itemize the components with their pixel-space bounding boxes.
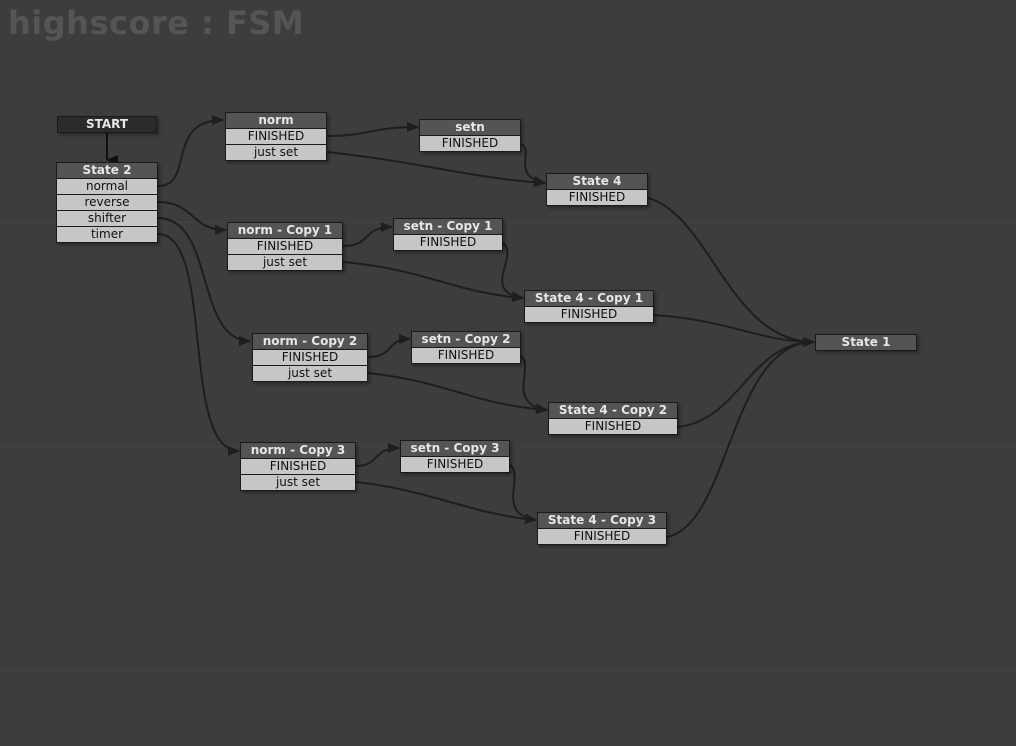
state-node-norm-copy-1[interactable]: norm - Copy 1 FINISHED just set [227, 222, 343, 271]
divider-line [0, 222, 1016, 223]
node-title: setn - Copy 2 [412, 332, 520, 347]
transition-just-set[interactable]: just set [241, 474, 355, 490]
state-node-norm-copy-2[interactable]: norm - Copy 2 FINISHED just set [252, 333, 368, 382]
transition-finished[interactable]: FINISHED [538, 528, 666, 544]
edge-norm-c1-justset [342, 261, 524, 303]
transition-finished[interactable]: FINISHED [394, 234, 502, 250]
edge-state4-c3-finished [666, 337, 815, 538]
transition-normal[interactable]: normal [57, 178, 157, 194]
edge-shifter [157, 217, 251, 346]
node-title: START [58, 117, 156, 132]
state-node-state-4-copy-3[interactable]: State 4 - Copy 3 FINISHED [537, 512, 667, 545]
fsm-start-node[interactable]: START [57, 116, 157, 133]
edge-norm-c3-finished [355, 443, 400, 467]
state-node-state-1[interactable]: State 1 [815, 334, 917, 351]
graph-title: highscore : FSM [8, 4, 305, 42]
edge-norm-c2-finished [367, 334, 411, 358]
state-node-state-4[interactable]: State 4 FINISHED [546, 173, 648, 206]
state-node-norm[interactable]: norm FINISHED just set [225, 112, 327, 161]
transition-finished[interactable]: FINISHED [228, 238, 342, 254]
transition-just-set[interactable]: just set [228, 254, 342, 270]
transition-finished[interactable]: FINISHED [420, 135, 520, 151]
transition-shifter[interactable]: shifter [57, 210, 157, 226]
edge-normal [157, 115, 224, 187]
edge-state4-finished [647, 197, 815, 347]
edge-setn-c1-finished [501, 242, 524, 302]
node-title: State 4 - Copy 2 [549, 403, 677, 418]
state-node-state-4-copy-2[interactable]: State 4 - Copy 2 FINISHED [548, 402, 678, 435]
state-node-norm-copy-3[interactable]: norm - Copy 3 FINISHED just set [240, 442, 356, 491]
state-node-setn-copy-3[interactable]: setn - Copy 3 FINISHED [400, 440, 510, 473]
edge-norm-finished [326, 122, 419, 137]
transition-finished[interactable]: FINISHED [226, 128, 326, 144]
edge-state4-c1-finished [653, 314, 815, 347]
state-node-state-4-copy-1[interactable]: State 4 - Copy 1 FINISHED [524, 290, 654, 323]
transition-finished[interactable]: FINISHED [547, 189, 647, 205]
node-title: setn - Copy 3 [401, 441, 509, 456]
node-title: State 4 - Copy 1 [525, 291, 653, 306]
edge-setn-finished [520, 143, 546, 186]
edge-setn-c2-finished [520, 355, 548, 414]
transition-finished[interactable]: FINISHED [525, 306, 653, 322]
node-title: norm - Copy 1 [228, 223, 342, 238]
node-title: State 1 [816, 335, 916, 350]
transition-timer[interactable]: timer [57, 226, 157, 242]
edge-norm-c1-finished [342, 222, 393, 247]
transition-finished[interactable]: FINISHED [401, 456, 509, 472]
node-title: norm [226, 113, 326, 128]
node-title: State 4 - Copy 3 [538, 513, 666, 528]
node-title: setn [420, 120, 520, 135]
transition-just-set[interactable]: just set [226, 144, 326, 160]
node-title: State 4 [547, 174, 647, 189]
state-node-setn-copy-1[interactable]: setn - Copy 1 FINISHED [393, 218, 503, 251]
node-title: norm - Copy 3 [241, 443, 355, 458]
divider-line [0, 670, 1016, 671]
state-node-setn-copy-2[interactable]: setn - Copy 2 FINISHED [411, 331, 521, 364]
transition-finished[interactable]: FINISHED [549, 418, 677, 434]
edge-timer [157, 233, 240, 456]
state-node-setn[interactable]: setn FINISHED [419, 119, 521, 152]
edge-norm-justset [326, 151, 546, 188]
edge-norm-c3-justset [355, 481, 537, 524]
node-title: norm - Copy 2 [253, 334, 367, 349]
edge-setn-c3-finished [509, 464, 537, 524]
transition-finished[interactable]: FINISHED [253, 349, 367, 365]
transition-finished[interactable]: FINISHED [241, 458, 355, 474]
edge-reverse [157, 201, 227, 235]
node-title: State 2 [57, 163, 157, 178]
transition-reverse[interactable]: reverse [57, 194, 157, 210]
node-title: setn - Copy 1 [394, 219, 502, 234]
state-node-state-2[interactable]: State 2 normal reverse shifter timer [56, 162, 158, 243]
edge-norm-c2-justset [367, 372, 548, 415]
transition-finished[interactable]: FINISHED [412, 347, 520, 363]
edge-state4-c2-finished [677, 337, 815, 428]
transition-just-set[interactable]: just set [253, 365, 367, 381]
